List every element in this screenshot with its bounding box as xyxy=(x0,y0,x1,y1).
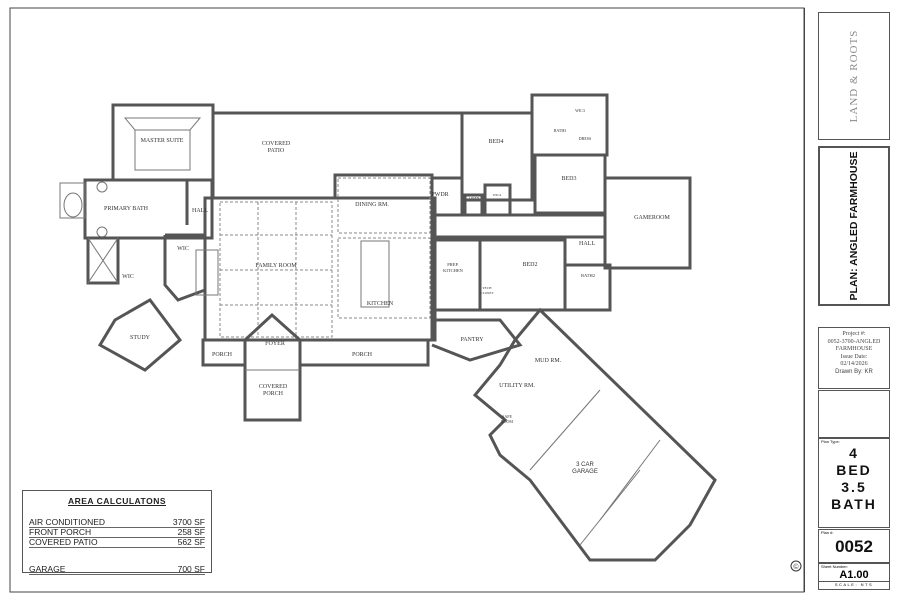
plan-type-block: Plan Type: 4 BED 3.5 BATH xyxy=(818,438,890,528)
room-porch-left: PORCH xyxy=(212,352,233,358)
room-primary-bath: PRIMARY BATH xyxy=(104,206,149,212)
room-tech-closet-2: CLOSET xyxy=(480,291,494,295)
drawn-by: Drawn By: KR xyxy=(835,368,873,375)
room-labels: MASTER SUITE COVERED PATIO PRIMARY BATH … xyxy=(104,108,670,475)
disclaimer-block xyxy=(818,390,890,438)
plan-title: PLAN: ANGLED FARMHOUSE xyxy=(848,151,860,301)
room-wic4: WIC4 xyxy=(493,193,502,197)
room-garage-2: GARAGE xyxy=(572,469,598,475)
copyright-notice-strip xyxy=(804,8,817,592)
area-value: 700 SF xyxy=(177,564,205,574)
sheet-number-block: Sheet Number: A1.00 SCALE: NTS xyxy=(818,563,890,590)
room-study: STUDY xyxy=(130,335,151,341)
bed-count: 4 xyxy=(849,445,859,461)
area-label: GARAGE xyxy=(29,564,66,574)
area-row: COVERED PATIO 562 SF xyxy=(29,538,205,548)
bath-label: BATH xyxy=(831,496,877,512)
room-garage-1: 3 CAR xyxy=(576,462,594,468)
room-dress: DRESS xyxy=(579,136,591,141)
room-pantry: PANTRY xyxy=(460,337,484,343)
area-label: FRONT PORCH xyxy=(29,527,92,537)
room-kitchen: KITCHEN xyxy=(367,301,394,307)
room-foyer: FOYER xyxy=(265,341,285,347)
room-prep-kitchen-2: KITCHEN xyxy=(443,268,463,273)
scale: SCALE: NTS xyxy=(819,581,889,588)
plan-number-block: Plan #: 0052 xyxy=(818,529,890,563)
room-covered-porch-1: COVERED xyxy=(259,384,288,390)
area-value: 258 SF xyxy=(177,527,205,537)
plan-number: 0052 xyxy=(835,537,873,556)
room-family-room: FAMILY ROOM xyxy=(255,263,297,269)
room-utility: UTILITY RM. xyxy=(499,383,535,389)
room-gameroom: GAMEROOM xyxy=(634,215,670,221)
room-bed3: BED3 xyxy=(562,176,577,182)
room-mud-rm: MUD RM. xyxy=(535,358,562,364)
issue-date: 02/14/2026 xyxy=(840,361,868,367)
project-number: 0052-3700-ANGLED FARMHOUSE xyxy=(827,338,881,353)
plan-type-label: Plan Type: xyxy=(821,439,840,444)
room-wic: WIC xyxy=(177,246,189,252)
room-tech-closet-1: TECH xyxy=(482,286,492,290)
garage-walls xyxy=(472,307,717,562)
area-row: FRONT PORCH 258 SF xyxy=(29,528,205,538)
room-bath3: BATH3 xyxy=(554,128,566,133)
gameroom-walls xyxy=(603,176,692,270)
room-hall: HALL xyxy=(192,208,208,214)
project-info-block: Project #: 0052-3700-ANGLED FARMHOUSE Is… xyxy=(818,327,890,389)
issue-date-label: Issue Date: xyxy=(840,353,868,360)
room-dining: DINING RM. xyxy=(355,202,389,208)
room-master-suite: MASTER SUITE xyxy=(141,138,184,144)
room-pwdr: PWDR xyxy=(431,192,448,198)
room-covered-patio-1: COVERED xyxy=(262,141,291,147)
area-value: 562 SF xyxy=(177,537,205,547)
plan-title-block: PLAN: ANGLED FARMHOUSE xyxy=(818,146,890,306)
area-value: 3700 SF xyxy=(172,517,205,527)
study-walls xyxy=(97,298,183,372)
room-covered-porch-2: PORCH xyxy=(263,391,284,397)
sheet-number: A1.00 xyxy=(839,569,869,581)
area-title: AREA CALCULATONS xyxy=(67,496,167,506)
room-hall-2: HALL xyxy=(579,241,595,247)
project-label: Project #: xyxy=(842,331,866,337)
room-bath2: BATH2 xyxy=(581,273,595,278)
area-row: AIR CONDITIONED 3700 SF xyxy=(29,518,205,528)
foyer-walls xyxy=(243,312,302,422)
logo-block: LAND & ROOTS xyxy=(818,12,890,140)
room-bed2: BED2 xyxy=(523,262,538,268)
bed3-walls xyxy=(533,153,607,215)
room-wic3: WIC3 xyxy=(575,108,585,113)
copyright-symbol: © xyxy=(793,563,799,571)
bath-count: 3.5 xyxy=(841,479,867,495)
bed-label: BED xyxy=(836,462,872,478)
plan-number-label: Plan #: xyxy=(821,530,834,535)
room-safe-room-2: ROOM xyxy=(501,419,513,424)
room-covered-patio-2: PATIO xyxy=(268,148,285,154)
area-row: GARAGE 700 SF xyxy=(29,565,205,575)
room-linen: LINEN xyxy=(469,196,480,200)
area-label: COVERED PATIO xyxy=(29,537,98,547)
sheet-number-label: Sheet Number: xyxy=(821,564,848,569)
room-porch-right: PORCH xyxy=(352,352,373,358)
room-safe-room-1: SAFE xyxy=(502,414,512,419)
bed4-walls xyxy=(460,111,534,202)
room-prep-kitchen-1: PREP. xyxy=(447,262,458,267)
room-wic-2: WIC xyxy=(122,274,134,280)
room-bed4: BED4 xyxy=(489,139,504,145)
copyright-icon xyxy=(790,560,802,572)
bed2-walls xyxy=(478,238,567,312)
area-label: AIR CONDITIONED xyxy=(29,517,106,527)
logo: LAND & ROOTS xyxy=(848,29,860,123)
walls xyxy=(59,93,717,562)
